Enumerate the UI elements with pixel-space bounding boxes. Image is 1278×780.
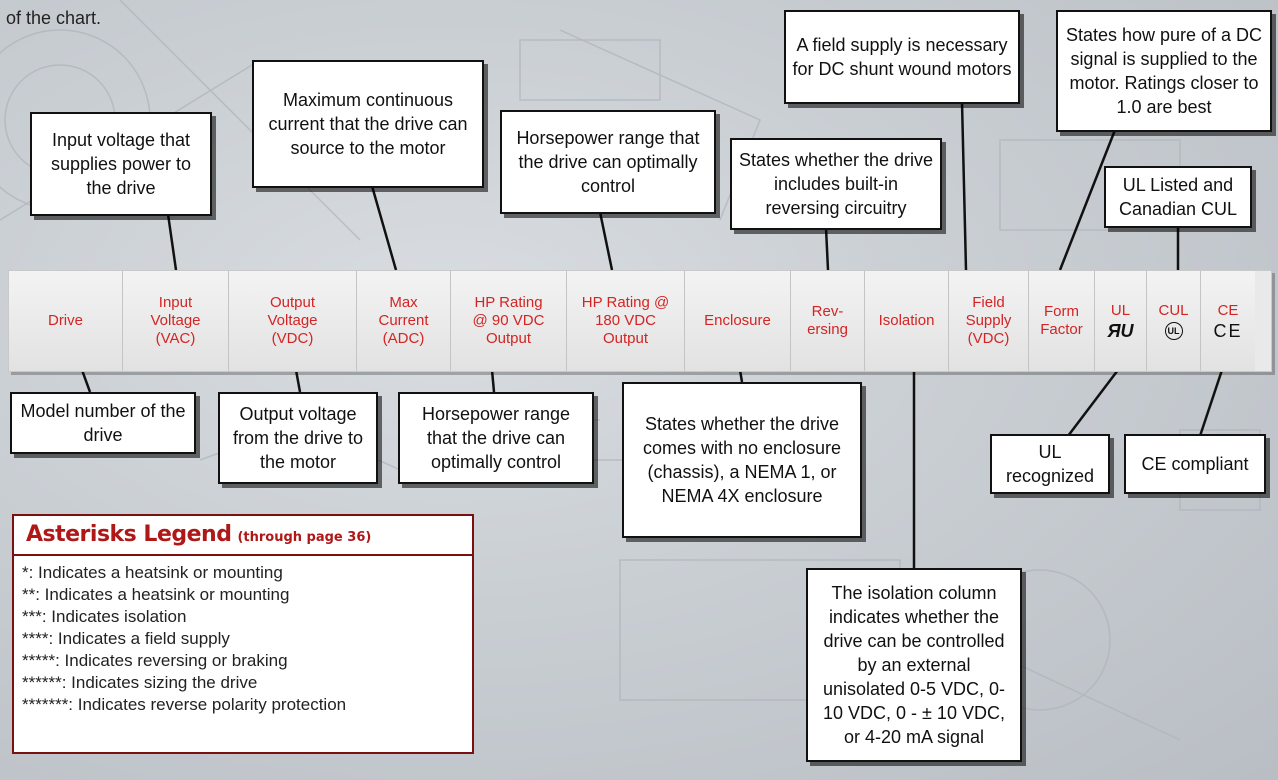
callout-enclosure: States whether the drive comes with no e… [622, 382, 862, 538]
legend-item: **: Indicates a heatsink or mounting [22, 585, 290, 604]
callout-ce-compliant: CE compliant [1124, 434, 1266, 494]
ce-mark-icon: CE [1213, 321, 1243, 341]
callout-model-number: Model number of the drive [10, 392, 196, 454]
callout-hp-range-bottom: Horsepower range that the drive can opti… [398, 392, 594, 484]
header-ul: UL ЯU [1095, 271, 1147, 371]
header-cul: CUL UL [1147, 271, 1201, 371]
callout-field-supply: A field supply is necessary for DC shunt… [784, 10, 1020, 104]
header-reversing: Rev- ersing [791, 271, 865, 371]
header-enclosure: Enclosure [685, 271, 791, 371]
header-max-current: Max Current (ADC) [357, 271, 451, 371]
ul-recognized-icon: ЯU [1107, 321, 1134, 341]
legend-item: *: Indicates a heatsink or mounting [22, 563, 283, 582]
callout-max-current: Maximum continuous current that the driv… [252, 60, 484, 188]
callout-input-voltage: Input voltage that supplies power to the… [30, 112, 212, 216]
header-form-factor: Form Factor [1029, 271, 1095, 371]
callout-form-factor: States how pure of a DC signal is suppli… [1056, 10, 1272, 132]
legend-title: Asterisks Legend (through page 36) [14, 516, 472, 556]
header-hp-90: HP Rating @ 90 VDC Output [451, 271, 567, 371]
legend-item: ******: Indicates sizing the drive [22, 673, 258, 692]
legend-list: *: Indicates a heatsink or mounting **: … [14, 556, 472, 722]
column-header-row: Drive Input Voltage (VAC) Output Voltage… [8, 270, 1272, 372]
legend-item: *******: Indicates reverse polarity prot… [22, 695, 347, 714]
header-input-voltage: Input Voltage (VAC) [123, 271, 229, 371]
callout-reversing: States whether the drive includes built-… [730, 138, 942, 230]
callout-hp-range-top: Horsepower range that the drive can opti… [500, 110, 716, 214]
header-drive: Drive [9, 271, 123, 371]
legend-item: ***: Indicates isolation [22, 607, 187, 626]
legend-item: ****: Indicates a field supply [22, 629, 230, 648]
intro-text: of the chart. [6, 8, 102, 28]
callout-isolation: The isolation column indicates whether t… [806, 568, 1022, 762]
header-field-supply: Field Supply (VDC) [949, 271, 1029, 371]
header-ce: CE CE [1201, 271, 1255, 371]
asterisks-legend: Asterisks Legend (through page 36) *: In… [12, 514, 474, 754]
callout-ul-recognized: UL recognized [990, 434, 1110, 494]
legend-item: *****: Indicates reversing or braking [22, 651, 288, 670]
cul-listed-icon: UL [1164, 322, 1183, 340]
header-isolation: Isolation [865, 271, 949, 371]
callout-output-voltage: Output voltage from the drive to the mot… [218, 392, 378, 484]
header-hp-180: HP Rating @ 180 VDC Output [567, 271, 685, 371]
header-output-voltage: Output Voltage (VDC) [229, 271, 357, 371]
callout-ul-cul: UL Listed and Canadian CUL [1104, 166, 1252, 228]
